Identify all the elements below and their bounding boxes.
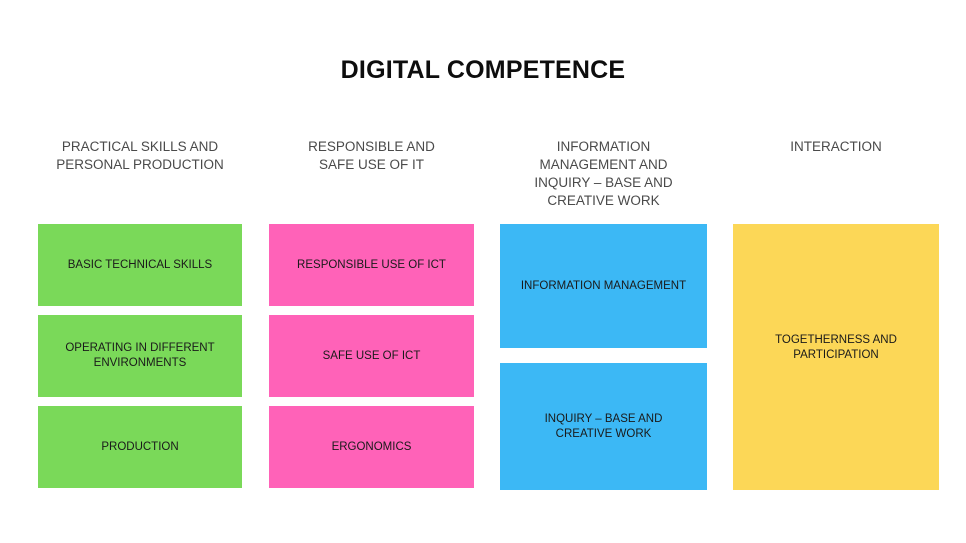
column-information-management: INFORMATION MANAGEMENT AND INQUIRY – BAS… [500, 138, 707, 490]
column-box-stack: RESPONSIBLE USE OF ICT SAFE USE OF ICT E… [269, 224, 474, 490]
box-responsible-use-of-ict[interactable]: RESPONSIBLE USE OF ICT [269, 224, 474, 306]
box-label: BASIC TECHNICAL SKILLS [67, 258, 213, 271]
box-togetherness-and-participation[interactable]: TOGETHERNESS AND PARTICIPATION [733, 224, 939, 490]
box-label: RESPONSIBLE USE OF ICT [297, 258, 446, 271]
box-safe-use-of-ict[interactable]: SAFE USE OF ICT [269, 315, 474, 397]
column-header: INTERACTION [790, 139, 882, 154]
box-label: ERGONOMICS [331, 440, 412, 453]
box-label: INQUIRY – BASE AND CREATIVE WORK [544, 412, 663, 440]
column-box-stack: INFORMATION MANAGEMENT INQUIRY – BASE AN… [500, 224, 707, 490]
box-label: SAFE USE OF ICT [322, 349, 421, 362]
column-box-stack: TOGETHERNESS AND PARTICIPATION [733, 224, 939, 490]
column-practical-skills: PRACTICAL SKILLS AND PERSONAL PRODUCTION… [38, 138, 242, 488]
column-box-stack: BASIC TECHNICAL SKILLS OPERATING IN DIFF… [38, 224, 242, 490]
box-label: PRODUCTION [101, 440, 179, 453]
box-label: TOGETHERNESS AND PARTICIPATION [775, 334, 897, 361]
box-label: OPERATING IN DIFFERENT ENVIRONMENTS [65, 342, 215, 369]
column-header: RESPONSIBLE AND SAFE USE OF IT [308, 139, 435, 172]
box-basic-technical-skills[interactable]: BASIC TECHNICAL SKILLS [38, 224, 242, 306]
box-production[interactable]: PRODUCTION [38, 406, 242, 488]
box-inquiry-base-and-creative-work[interactable]: INQUIRY – BASE AND CREATIVE WORK [500, 363, 707, 490]
box-operating-in-different-environments[interactable]: OPERATING IN DIFFERENT ENVIRONMENTS [38, 315, 242, 397]
column-interaction: INTERACTION TOGETHERNESS AND PARTICIPATI… [733, 138, 939, 490]
column-responsible-safe-use: RESPONSIBLE AND SAFE USE OF IT RESPONSIB… [269, 138, 474, 488]
box-ergonomics[interactable]: ERGONOMICS [269, 406, 474, 488]
page-title: DIGITAL COMPETENCE [340, 56, 626, 84]
column-header: INFORMATION MANAGEMENT AND INQUIRY – BAS… [534, 139, 673, 208]
column-header: PRACTICAL SKILLS AND PERSONAL PRODUCTION [56, 139, 224, 172]
box-information-management[interactable]: INFORMATION MANAGEMENT [500, 224, 707, 348]
box-label: INFORMATION MANAGEMENT [520, 279, 687, 292]
